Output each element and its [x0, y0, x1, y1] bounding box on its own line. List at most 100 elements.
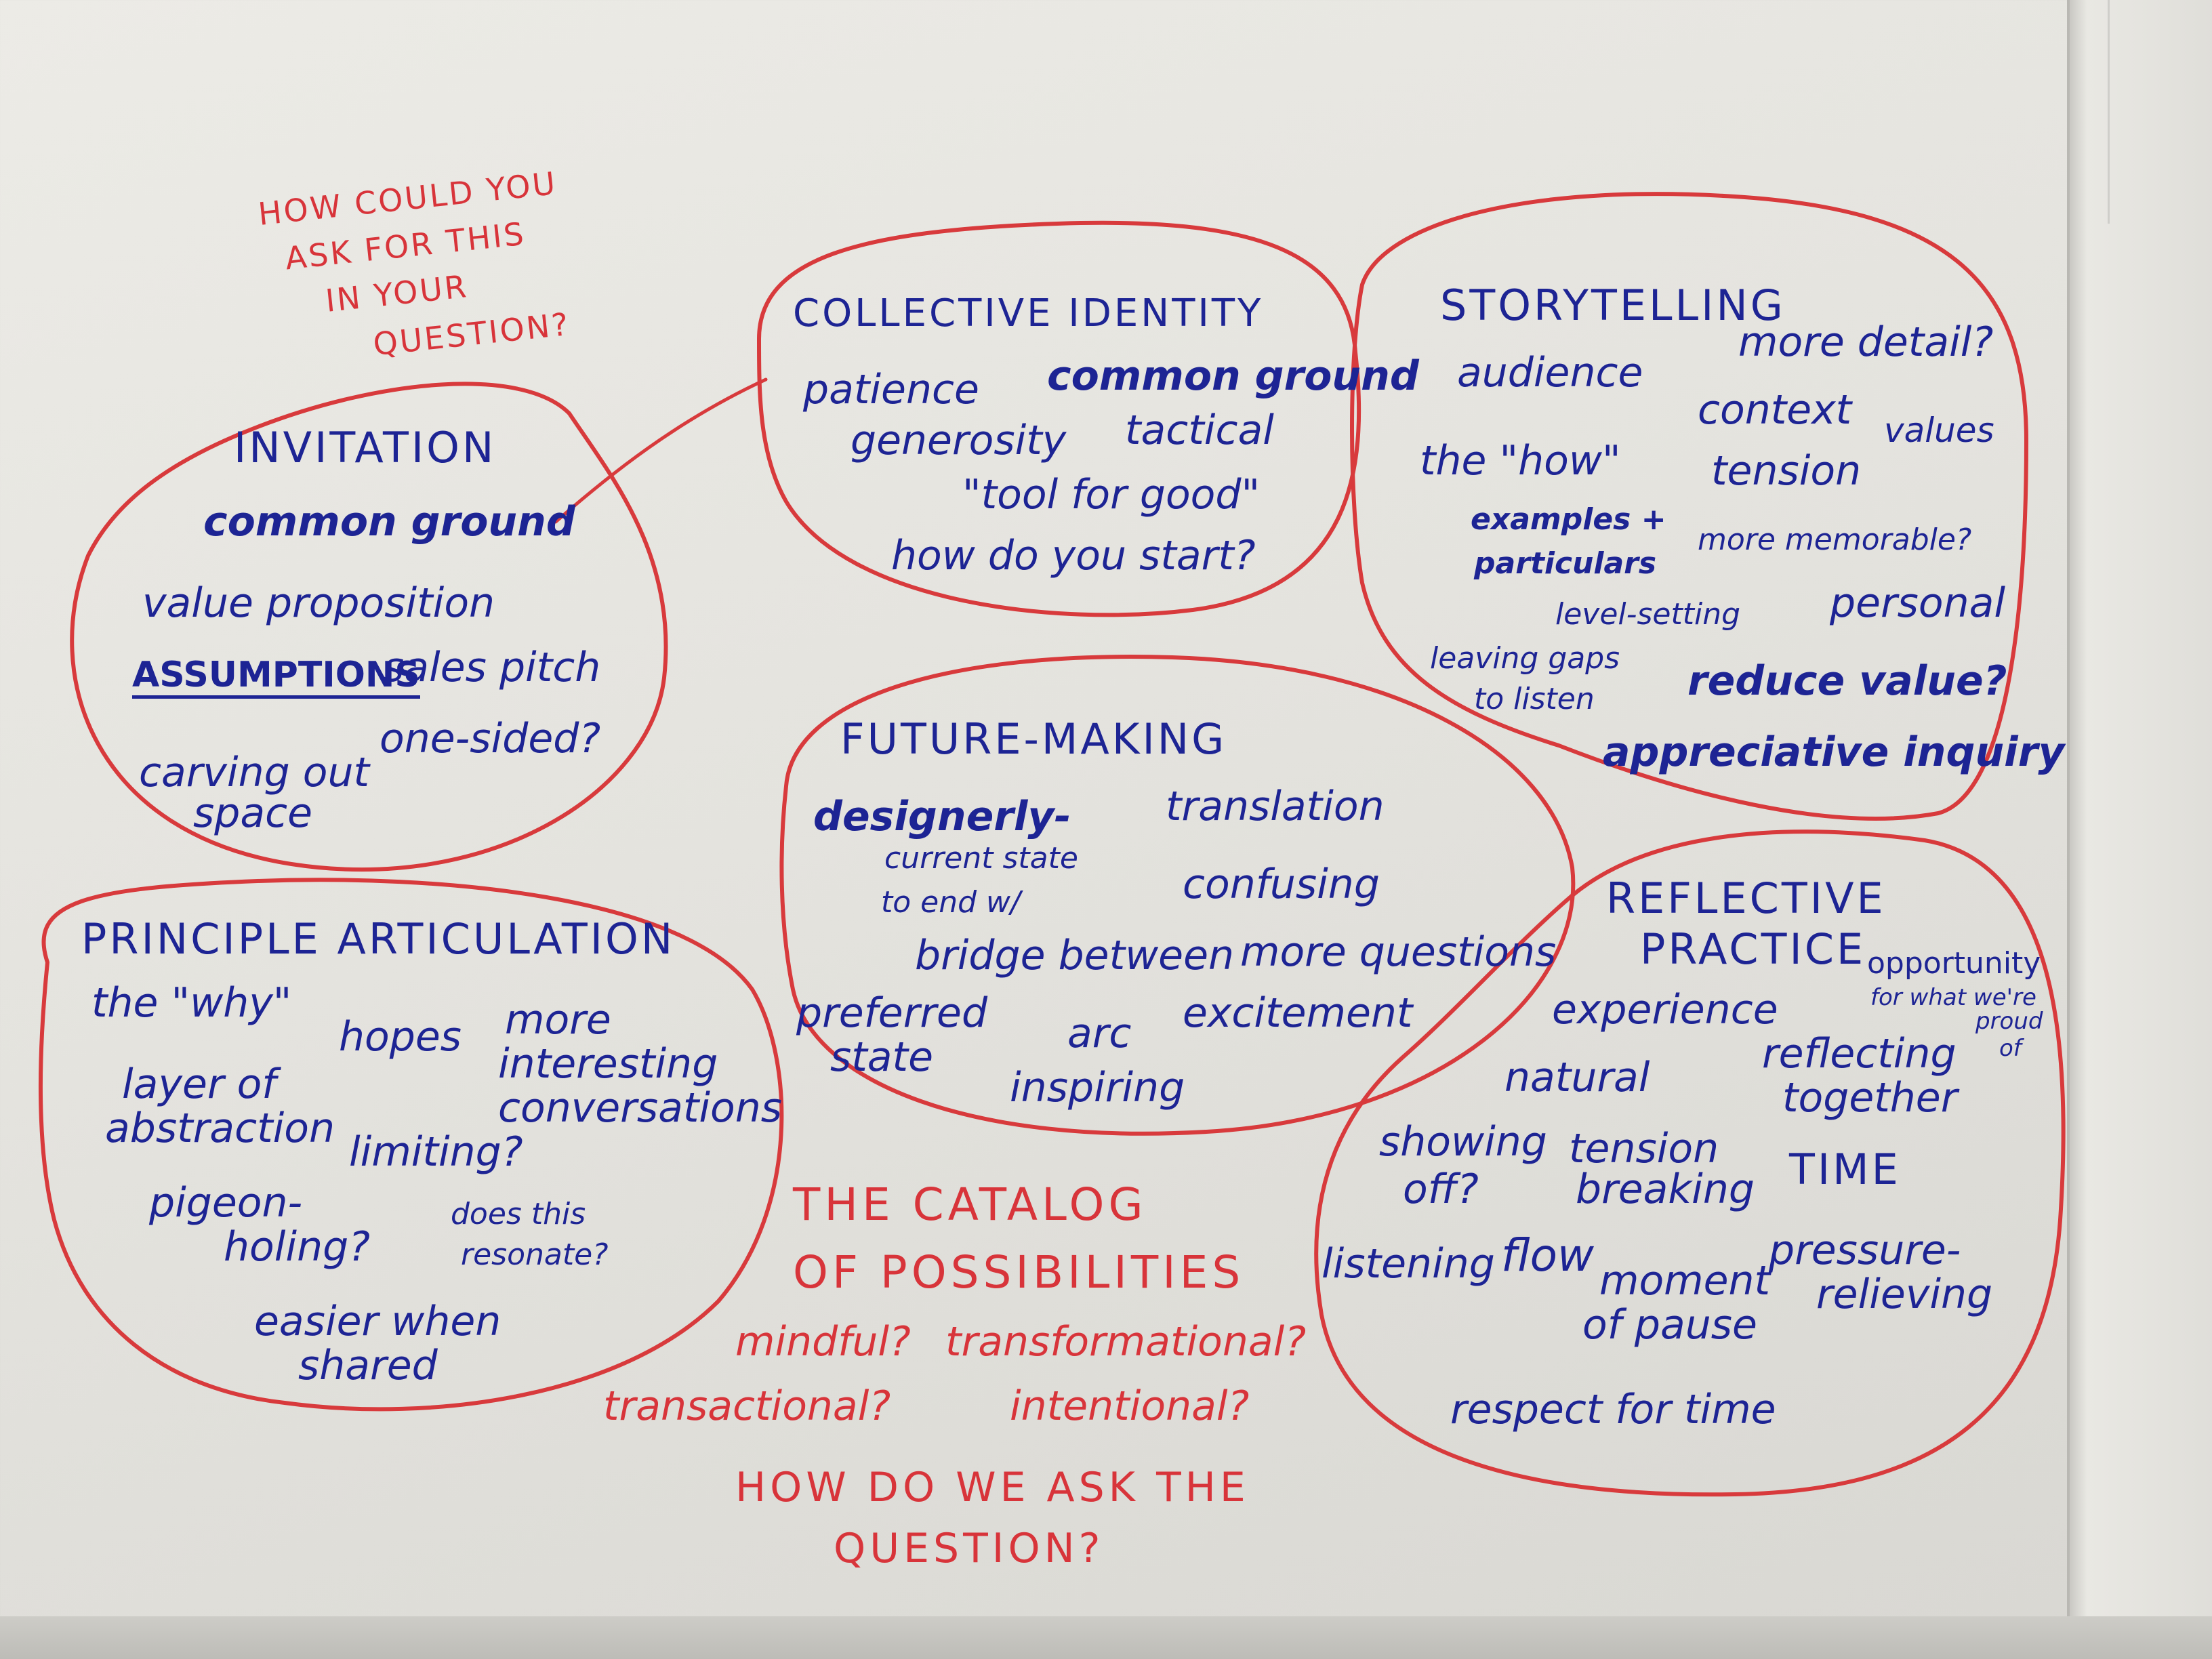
collective-identity-item: common ground — [1047, 352, 1419, 400]
reflective-practice-title-line1: REFLECTIVE — [1606, 874, 1886, 923]
catalog-quality: intentional? — [1010, 1382, 1250, 1430]
principle-articulation-item: limiting? — [349, 1128, 523, 1176]
future-making-item: confusing — [1183, 861, 1380, 908]
reflective-practice-item: off? — [1403, 1166, 1479, 1213]
reflective-practice-item: of — [1999, 1035, 2022, 1062]
invitation-item: space — [193, 790, 313, 837]
collective-identity-item: how do you start? — [891, 532, 1256, 579]
storytelling-item: more memorable? — [1698, 523, 1972, 557]
reflective-practice-title-line2: PRACTICE — [1640, 924, 1866, 974]
principle-articulation-item: easier when — [254, 1298, 501, 1345]
future-making-item: state — [830, 1033, 933, 1081]
storytelling-item: particulars — [1474, 546, 1657, 581]
principle-articulation-item: more — [505, 996, 611, 1044]
storytelling-item: level-setting — [1555, 597, 1741, 632]
collective-identity-title: COLLECTIVE IDENTITY — [793, 291, 1264, 335]
catalog-quality: mindful? — [735, 1318, 911, 1366]
invitation-item: carving out — [139, 749, 370, 796]
storytelling-item: personal — [1830, 579, 2006, 627]
principle-articulation-item: layer of — [122, 1061, 276, 1108]
reflective-practice-item: together — [1782, 1074, 1958, 1122]
future-making-title: FUTURE-MAKING — [840, 714, 1227, 764]
catalog-title-line2: OF POSSIBILITIES — [793, 1246, 1245, 1298]
reflective-practice-item: tension — [1569, 1125, 1719, 1172]
future-making-item: inspiring — [1010, 1064, 1185, 1111]
storytelling-item: tension — [1711, 447, 1862, 495]
reflective-practice-item: moment — [1599, 1257, 1771, 1305]
reflective-practice-item: pressure- — [1769, 1227, 1961, 1274]
future-making-item: designerly- — [813, 793, 1071, 840]
principle-articulation-item: holing? — [224, 1223, 371, 1271]
invitation-item: value proposition — [142, 579, 495, 627]
reflective-practice-item: respect for time — [1450, 1386, 1776, 1433]
whiteboard-frame-edge — [2067, 0, 2212, 1659]
reflective-practice-item: breaking — [1576, 1166, 1755, 1213]
storytelling-item: examples + — [1471, 502, 1666, 537]
principle-articulation-item: conversations — [498, 1084, 783, 1132]
reflective-practice-item: reflecting — [1762, 1030, 1957, 1078]
invitation-outline — [70, 382, 668, 872]
catalog-title-line1: THE CATALOG — [793, 1179, 1147, 1231]
reflective-practice-item: natural — [1504, 1054, 1650, 1101]
reflective-practice-item: for what we're — [1870, 984, 2036, 1011]
future-making-item: preferred — [796, 989, 988, 1037]
reflective-practice-item: of pause — [1582, 1301, 1757, 1349]
whiteboard-frame-bottom — [0, 1616, 2212, 1659]
reflective-practice-item: relieving — [1816, 1271, 1993, 1318]
future-making-item: bridge between — [915, 932, 1235, 979]
principle-articulation-item: does this — [451, 1197, 586, 1231]
principle-articulation-outline — [39, 878, 784, 1412]
storytelling-item: values — [1884, 411, 1994, 450]
catalog-question-line1: HOW DO WE ASK THE — [735, 1464, 1250, 1511]
future-making-item: arc — [1067, 1010, 1132, 1057]
collective-identity-item: "tool for good" — [962, 471, 1261, 518]
principle-articulation-item: the "why" — [91, 979, 292, 1027]
storytelling-title: STORYTELLING — [1440, 281, 1786, 330]
collective-identity-outline — [757, 220, 1361, 617]
reflective-practice-item: experience — [1552, 986, 1778, 1033]
reflective-practice-item: flow — [1501, 1229, 1594, 1282]
future-making-item: excitement — [1183, 989, 1413, 1037]
collective-identity-item: patience — [803, 366, 979, 413]
collective-identity-item: generosity — [851, 417, 1067, 464]
catalog-quality: transactional? — [603, 1382, 891, 1430]
storytelling-item: appreciative inquiry — [1603, 729, 2065, 776]
storytelling-outline — [1350, 192, 2028, 821]
invitation-item: common ground — [203, 498, 575, 546]
storytelling-item: context — [1698, 386, 1852, 434]
future-making-item: translation — [1166, 783, 1385, 830]
future-making-item: to end w/ — [881, 885, 1021, 920]
connector-line — [554, 377, 768, 524]
reflective-practice-item: proud — [1975, 1008, 2043, 1035]
storytelling-item: the "how" — [1420, 437, 1621, 485]
principle-articulation-item: shared — [298, 1342, 438, 1389]
future-making-item: current state — [884, 841, 1078, 876]
future-making-item: more questions — [1240, 928, 1557, 976]
whiteboard-clip — [2067, 0, 2110, 224]
storytelling-item: leaving gaps — [1430, 641, 1620, 676]
reflective-practice-item: opportunity — [1867, 946, 2041, 981]
reflective-practice-item: TIME — [1789, 1145, 1901, 1194]
storytelling-item: audience — [1457, 349, 1643, 396]
storytelling-item: to listen — [1474, 682, 1595, 716]
storytelling-item: more detail? — [1738, 319, 1994, 366]
catalog-quality: transformational? — [945, 1318, 1307, 1366]
catalog-question-line2: QUESTION? — [834, 1525, 1105, 1572]
invitation-item: one-sided? — [380, 715, 601, 762]
invitation-item: ASSUMPTIONS — [132, 657, 420, 699]
invitation-title: INVITATION — [234, 423, 497, 472]
invitation-item: sales pitch — [383, 644, 601, 691]
principle-articulation-item: abstraction — [105, 1105, 335, 1152]
storytelling-item: reduce value? — [1687, 657, 2007, 705]
reflective-practice-outline — [1314, 830, 2066, 1497]
reflective-practice-item: showing — [1379, 1118, 1547, 1166]
principle-articulation-title: PRINCIPLE ARTICULATION — [81, 914, 676, 964]
collective-identity-item: tactical — [1125, 407, 1274, 454]
principle-articulation-item: interesting — [498, 1040, 718, 1088]
principle-articulation-item: hopes — [339, 1013, 462, 1061]
future-making-outline — [779, 655, 1576, 1136]
principle-articulation-item: resonate? — [461, 1237, 609, 1272]
reflective-practice-item: listening — [1322, 1240, 1495, 1288]
principle-articulation-item: pigeon- — [149, 1179, 303, 1227]
